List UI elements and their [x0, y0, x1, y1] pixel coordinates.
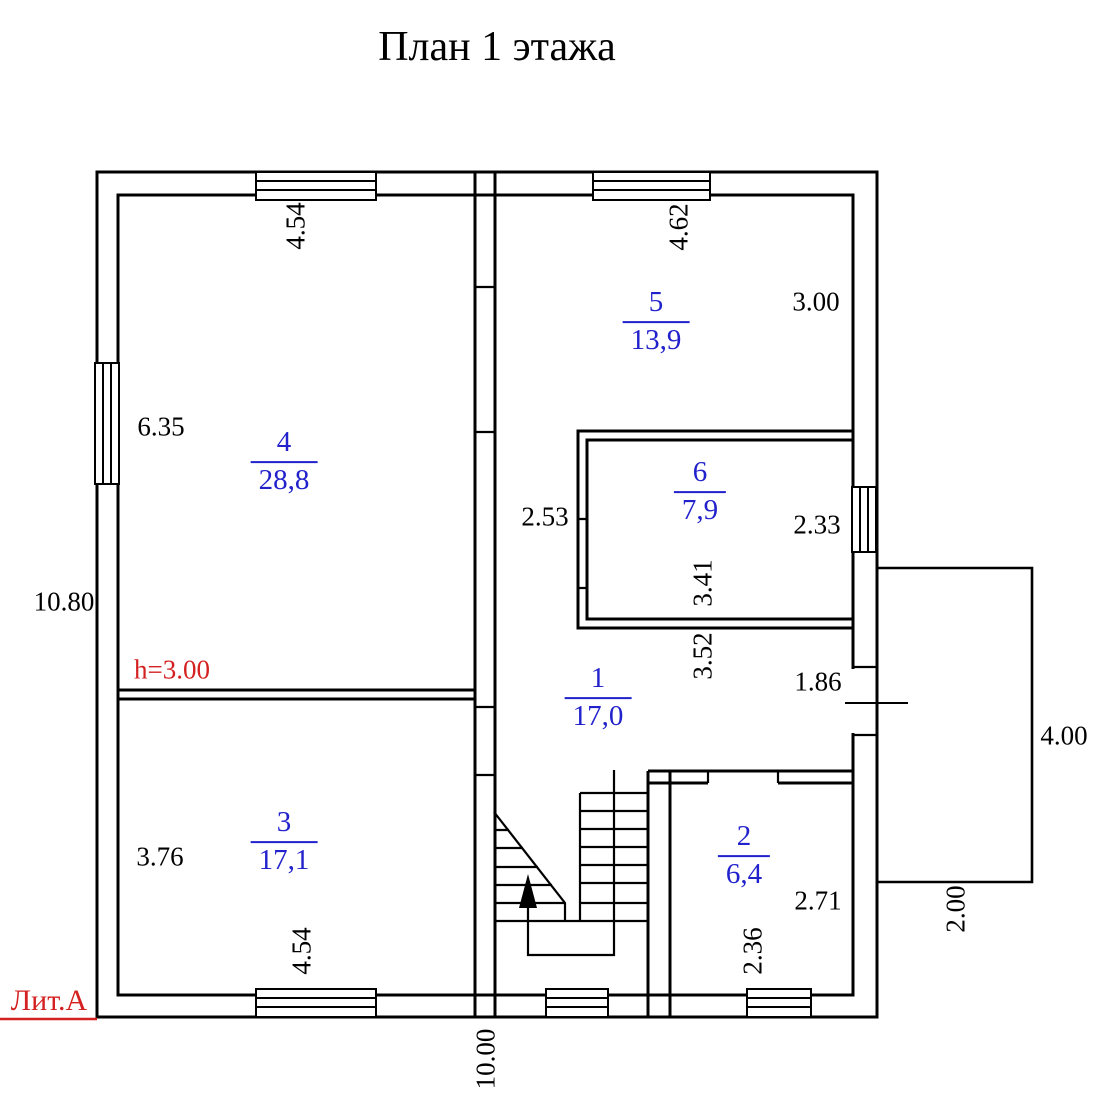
stair-walk-line [526, 770, 616, 957]
inner-wall-face [116, 193, 855, 997]
window-glazing [546, 997, 608, 1008]
room-4-number: 4 [250, 426, 318, 463]
room-6-number: 6 [673, 456, 727, 493]
window-icon [255, 171, 377, 201]
room-2-number: 2 [717, 820, 771, 857]
window-glazing [747, 997, 811, 1008]
dim-bottom-total: 10.00 [470, 1028, 501, 1090]
room-4-area: 28,8 [258, 464, 310, 496]
height-note: h=3.00 [134, 654, 210, 685]
outer-wall [95, 170, 879, 1019]
dim-room6-height: 3.41 [687, 559, 718, 607]
walls [95, 170, 879, 1019]
window-glazing [256, 997, 376, 1008]
dim-annex-height: 4.00 [1040, 720, 1088, 751]
room-5-area: 13,9 [630, 324, 682, 356]
stair-break-line [493, 811, 567, 921]
annex [845, 566, 1034, 884]
room-5-label: 5 13,9 [622, 286, 690, 357]
dim-room5-right: 3.00 [792, 286, 840, 317]
room6-wall-inner [585, 438, 853, 621]
door-opening [848, 669, 858, 733]
room-3-area: 17,1 [258, 844, 310, 876]
window-glazing [593, 180, 710, 191]
dim-room4-top: 4.54 [280, 202, 311, 250]
room6-wall-outer [576, 429, 853, 630]
window-icon [94, 362, 120, 485]
window-icon [592, 171, 711, 201]
dim-room2-bottom: 2.36 [737, 927, 768, 975]
window-glazing [859, 487, 869, 552]
room-3-number: 3 [250, 806, 318, 843]
window-icon [746, 988, 812, 1018]
dim-annex-width: 2.00 [940, 885, 971, 933]
dim-room5-top: 4.62 [663, 203, 694, 251]
annex-outline [877, 566, 1034, 884]
room-4-label: 4 28,8 [250, 426, 318, 497]
dim-hall-right: 1.86 [794, 666, 842, 697]
dim-room4-left: 6.35 [137, 411, 185, 442]
window-glazing [256, 180, 376, 191]
dim-room2-right: 2.71 [794, 885, 842, 916]
room-2-area: 6,4 [725, 858, 763, 890]
room-5-number: 5 [622, 286, 690, 323]
room-6-label: 6 7,9 [673, 456, 727, 527]
room-2-label: 2 6,4 [717, 820, 771, 891]
window-icon [255, 988, 377, 1018]
dim-room6-left: 2.53 [521, 501, 569, 532]
dim-room6-right: 2.33 [793, 509, 841, 540]
room-6-area: 7,9 [681, 494, 719, 526]
room-3-label: 3 17,1 [250, 806, 318, 877]
room-1-area: 17,0 [572, 700, 624, 732]
building-letter: Лит.А [10, 984, 88, 1017]
window-icon [851, 486, 877, 553]
dim-room3-left: 3.76 [136, 841, 184, 872]
window-icon [545, 988, 609, 1018]
page-title: План 1 этажа [378, 24, 616, 70]
room-1-number: 1 [564, 662, 632, 699]
dim-hall-height: 3.52 [687, 632, 718, 680]
dim-left-total: 10.80 [33, 586, 95, 617]
dim-room3-bottom: 4.54 [286, 927, 317, 975]
stair-direction-arrow-icon [519, 874, 537, 908]
room-1-label: 1 17,0 [564, 662, 632, 733]
windows [94, 171, 877, 1018]
stair-treads-left-flight [495, 828, 565, 905]
wall-joints [475, 285, 877, 783]
window-glazing [102, 363, 112, 484]
staircase [493, 770, 648, 957]
